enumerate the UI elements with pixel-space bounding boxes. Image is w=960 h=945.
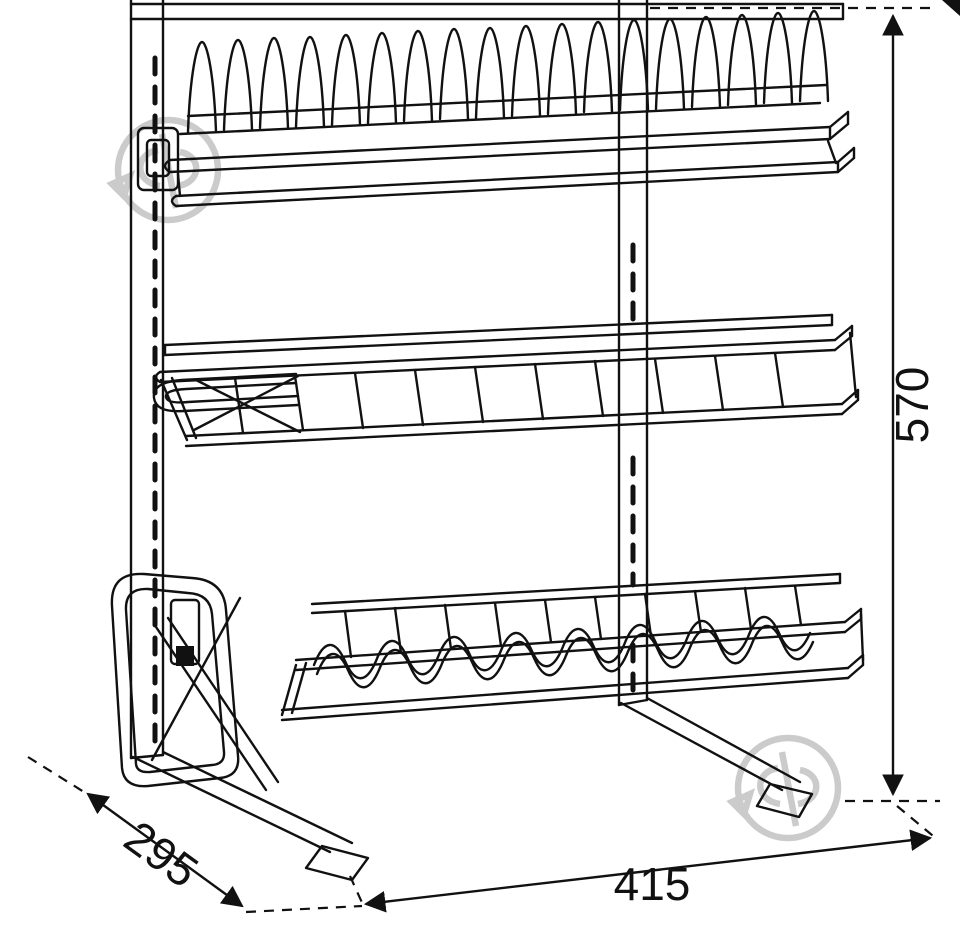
plate-divider-loops bbox=[186, 9, 830, 134]
rack-drawing bbox=[110, 0, 865, 882]
basket-pull-handle bbox=[152, 372, 300, 413]
front-right-foot bbox=[619, 696, 814, 819]
middle-tier-basket bbox=[152, 313, 860, 448]
serpentine-wire bbox=[312, 615, 815, 689]
width-dimension-label: 415 bbox=[614, 858, 691, 910]
right-post bbox=[617, 0, 649, 707]
right-foot-pad bbox=[755, 782, 814, 819]
left-foot-pad bbox=[304, 844, 370, 882]
top-tier-plate-rack bbox=[163, 9, 856, 208]
floor-stand-loop bbox=[110, 572, 280, 792]
drip-tray bbox=[163, 110, 856, 208]
bottom-tier-basket bbox=[280, 572, 865, 722]
cropped-corner-mark bbox=[942, 0, 960, 16]
height-dimension-label: 570 bbox=[886, 367, 938, 444]
top-crossbar bbox=[129, 2, 845, 21]
watermark-layer bbox=[112, 120, 838, 838]
width-dimension: 415 bbox=[348, 805, 939, 913]
back-divider-ticks bbox=[343, 584, 803, 659]
height-dimension: 570 bbox=[650, 6, 940, 803]
